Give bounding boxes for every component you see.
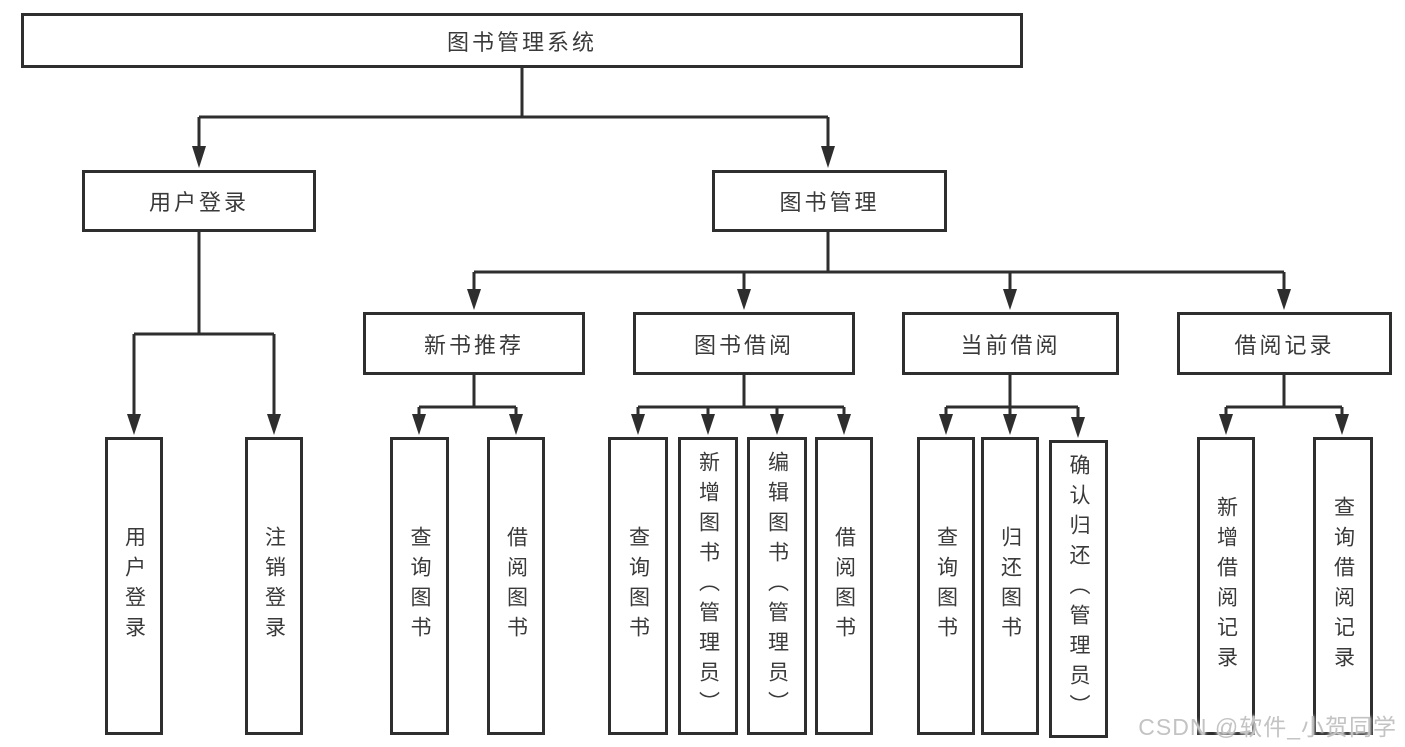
node-new-book-recommend: 新书推荐 — [363, 312, 585, 375]
leaf-current-query-label: 查询图书 — [934, 526, 958, 646]
leaf-record-query: 查询借阅记录 — [1313, 437, 1373, 735]
leaf-current-return-label: 归还图书 — [998, 526, 1022, 646]
leaf-current-query: 查询图书 — [917, 437, 975, 735]
leaf-borrowing-add-admin: 新增图书（管理员） — [678, 437, 738, 735]
leaf-newbook-query-label: 查询图书 — [408, 526, 431, 646]
node-user-login-branch: 用户登录 — [82, 170, 316, 232]
node-book-borrowing-label: 图书借阅 — [693, 332, 794, 358]
leaf-newbook-borrow: 借阅图书 — [487, 437, 545, 735]
leaf-record-add: 新增借阅记录 — [1197, 437, 1255, 735]
leaf-logout-label: 注销登录 — [262, 526, 286, 646]
node-borrowing-records: 借阅记录 — [1177, 312, 1392, 375]
leaf-borrowing-query-label: 查询图书 — [626, 526, 650, 646]
node-book-management-branch: 图书管理 — [712, 170, 947, 232]
connector-borrow-group — [636, 375, 846, 416]
node-current-borrowing: 当前借阅 — [902, 312, 1119, 375]
node-borrowing-records-label: 借阅记录 — [1234, 332, 1335, 358]
connector-current-group — [944, 375, 1080, 419]
node-new-book-recommend-label: 新书推荐 — [423, 332, 524, 358]
node-current-borrowing-label: 当前借阅 — [960, 332, 1061, 358]
leaf-borrowing-edit-admin-label: 编辑图书（管理员） — [765, 451, 789, 721]
leaf-borrowing-borrow: 借阅图书 — [815, 437, 873, 735]
leaf-user-login: 用户登录 — [105, 437, 163, 735]
leaf-current-return: 归还图书 — [981, 437, 1039, 735]
leaf-borrowing-query: 查询图书 — [608, 437, 668, 735]
csdn-watermark: CSDN @软件_小贺同学 — [1138, 714, 1397, 740]
leaf-borrowing-borrow-label: 借阅图书 — [832, 526, 856, 646]
node-book-management-branch-label: 图书管理 — [779, 190, 880, 215]
leaf-current-confirm-admin-label: 确认归还（管理员） — [1067, 454, 1090, 724]
connector-book-mgmt-to-level3 — [472, 232, 1286, 291]
leaf-borrowing-edit-admin: 编辑图书（管理员） — [747, 437, 807, 735]
leaf-borrowing-add-admin-label: 新增图书（管理员） — [696, 451, 720, 721]
leaf-newbook-borrow-label: 借阅图书 — [504, 526, 528, 646]
connector-root-to-level2 — [197, 68, 830, 148]
node-user-login-branch-label: 用户登录 — [148, 190, 249, 215]
node-root-system: 图书管理系统 — [21, 13, 1023, 68]
leaf-logout: 注销登录 — [245, 437, 303, 735]
connector-record-group — [1224, 375, 1344, 416]
leaf-newbook-query: 查询图书 — [390, 437, 449, 735]
connector-new-book-group — [417, 375, 518, 416]
connector-user-login-branch — [132, 232, 276, 416]
node-book-borrowing: 图书借阅 — [633, 312, 855, 375]
leaf-record-add-label: 新增借阅记录 — [1214, 496, 1238, 676]
leaf-current-confirm-admin: 确认归还（管理员） — [1049, 440, 1108, 738]
leaf-user-login-label: 用户登录 — [122, 526, 146, 646]
leaf-record-query-label: 查询借阅记录 — [1331, 496, 1355, 676]
node-root-system-label: 图书管理系统 — [446, 29, 597, 55]
